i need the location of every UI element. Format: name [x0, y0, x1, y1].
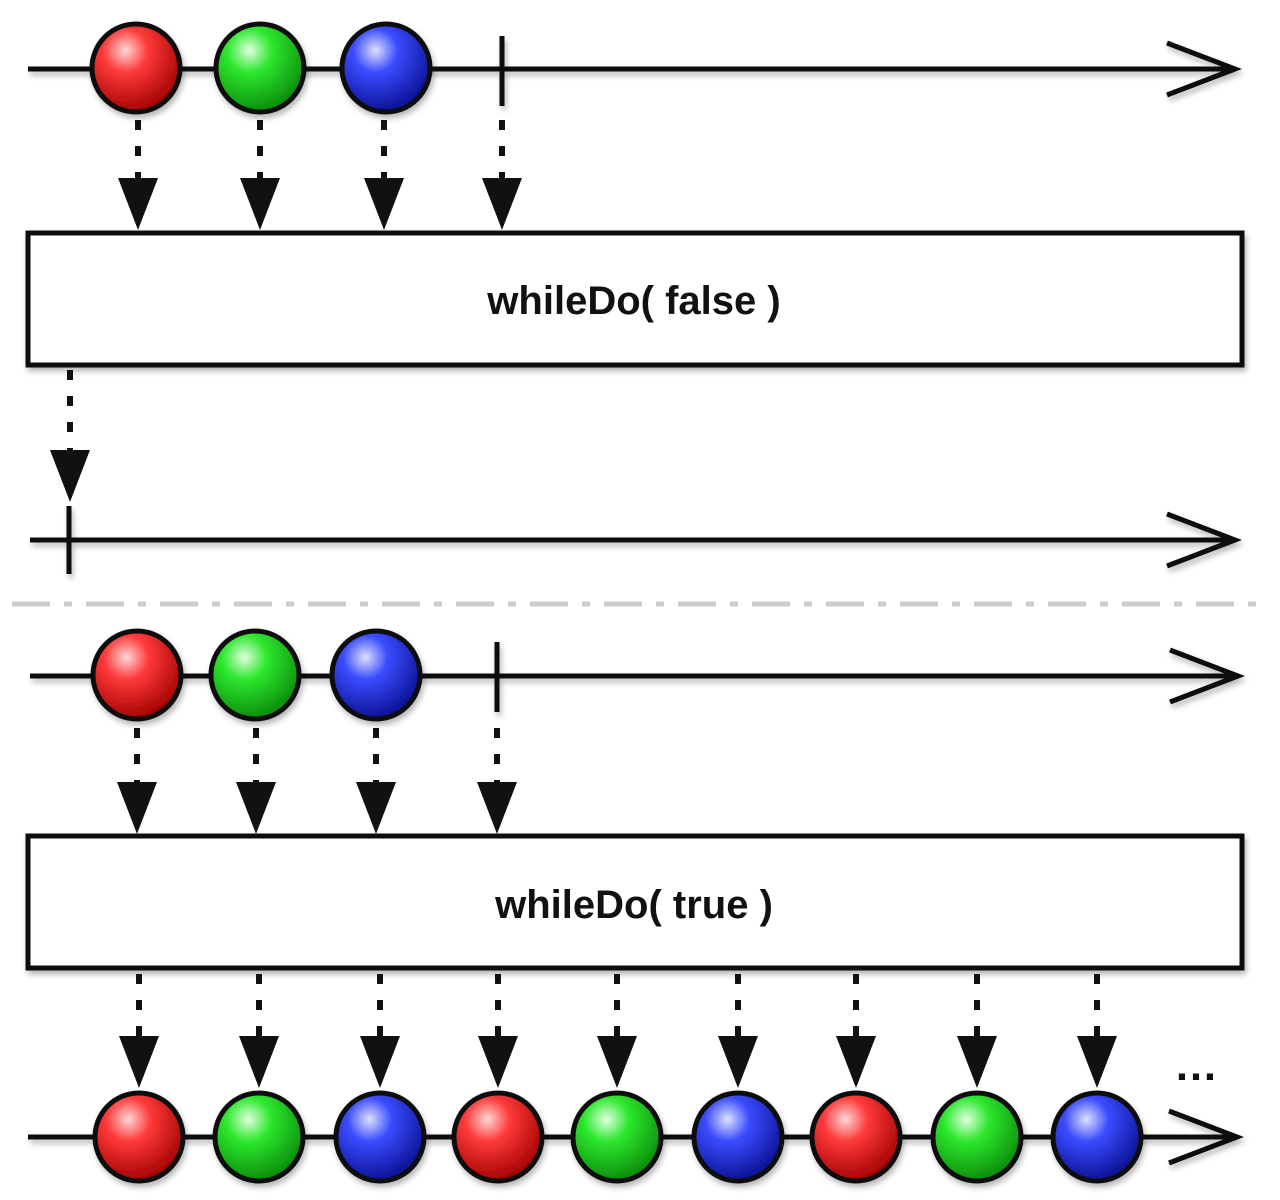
blue-marble — [329, 628, 423, 722]
dotted-arrow-head — [477, 782, 517, 834]
dotted-arrow — [236, 728, 276, 834]
dotted-arrow — [718, 974, 758, 1088]
blue-marble — [333, 1090, 427, 1184]
operator-box-false — [25, 230, 1245, 368]
panel-true: whileDo( true ) … — [25, 628, 1246, 1184]
dotted-arrow-head — [240, 178, 280, 230]
dotted-arrow-head — [360, 1036, 400, 1088]
green-marble — [212, 1090, 306, 1184]
blue-marble — [1050, 1090, 1144, 1184]
dotted-arrow-head — [597, 1036, 637, 1088]
dotted-arrow — [478, 974, 518, 1088]
dotted-arrow-head — [718, 1036, 758, 1088]
dotted-arrow-head — [50, 450, 90, 502]
dotted-arrow — [360, 974, 400, 1088]
panel-false: whileDo( false ) — [25, 21, 1245, 574]
red-marble — [451, 1090, 545, 1184]
dotted-arrow-head — [482, 178, 522, 230]
timeline-arrowhead — [1166, 40, 1243, 98]
output-marbles-true — [92, 1090, 1144, 1184]
arrows-into-operator-true — [117, 728, 517, 834]
dotted-arrow-head — [364, 178, 404, 230]
timeline-arrowhead — [1168, 1108, 1245, 1166]
green-marble — [208, 628, 302, 722]
dotted-arrow — [356, 728, 396, 834]
red-marble — [89, 21, 183, 115]
input-timeline-false — [28, 36, 1243, 106]
dotted-arrow — [482, 120, 522, 230]
green-marble — [570, 1090, 664, 1184]
red-marble — [92, 1090, 186, 1184]
output-timeline-false — [30, 506, 1243, 574]
dotted-arrow-head — [119, 1036, 159, 1088]
operator-box-true — [25, 833, 1245, 971]
arrows-into-operator-false — [118, 120, 522, 230]
dotted-arrow-head — [236, 782, 276, 834]
dotted-arrow-head — [1077, 1036, 1117, 1088]
dotted-arrow-head — [239, 1036, 279, 1088]
dotted-arrow — [50, 370, 90, 502]
blue-marble — [339, 21, 433, 115]
timeline-arrowhead — [1169, 647, 1246, 705]
dotted-arrow — [477, 728, 517, 834]
dotted-arrow — [239, 974, 279, 1088]
continuation-ellipsis: … — [1174, 1041, 1218, 1090]
dotted-arrow — [240, 120, 280, 230]
green-marble — [930, 1090, 1024, 1184]
input-marbles-false — [89, 21, 433, 115]
dotted-arrow-head — [356, 782, 396, 834]
dotted-arrow-head — [118, 178, 158, 230]
dotted-arrow — [118, 120, 158, 230]
dotted-arrow-head — [957, 1036, 997, 1088]
arrows-out-of-operator-true — [119, 974, 1117, 1088]
dotted-arrow — [836, 974, 876, 1088]
operator-label-false: whileDo( false ) — [486, 279, 780, 323]
dotted-arrow-head — [117, 782, 157, 834]
dotted-arrow-head — [836, 1036, 876, 1088]
dotted-arrow-head — [478, 1036, 518, 1088]
blue-marble — [691, 1090, 785, 1184]
operator-label-true: whileDo( true ) — [494, 883, 773, 927]
red-marble — [90, 628, 184, 722]
dotted-arrow — [1077, 974, 1117, 1088]
arrows-out-of-operator-false — [50, 370, 90, 502]
dotted-arrow — [957, 974, 997, 1088]
dotted-arrow — [364, 120, 404, 230]
timeline-arrowhead — [1166, 511, 1243, 569]
input-marbles-true — [90, 628, 423, 722]
red-marble — [809, 1090, 903, 1184]
dotted-arrow — [117, 728, 157, 834]
dotted-arrow — [597, 974, 637, 1088]
green-marble — [213, 21, 307, 115]
dotted-arrow — [119, 974, 159, 1088]
